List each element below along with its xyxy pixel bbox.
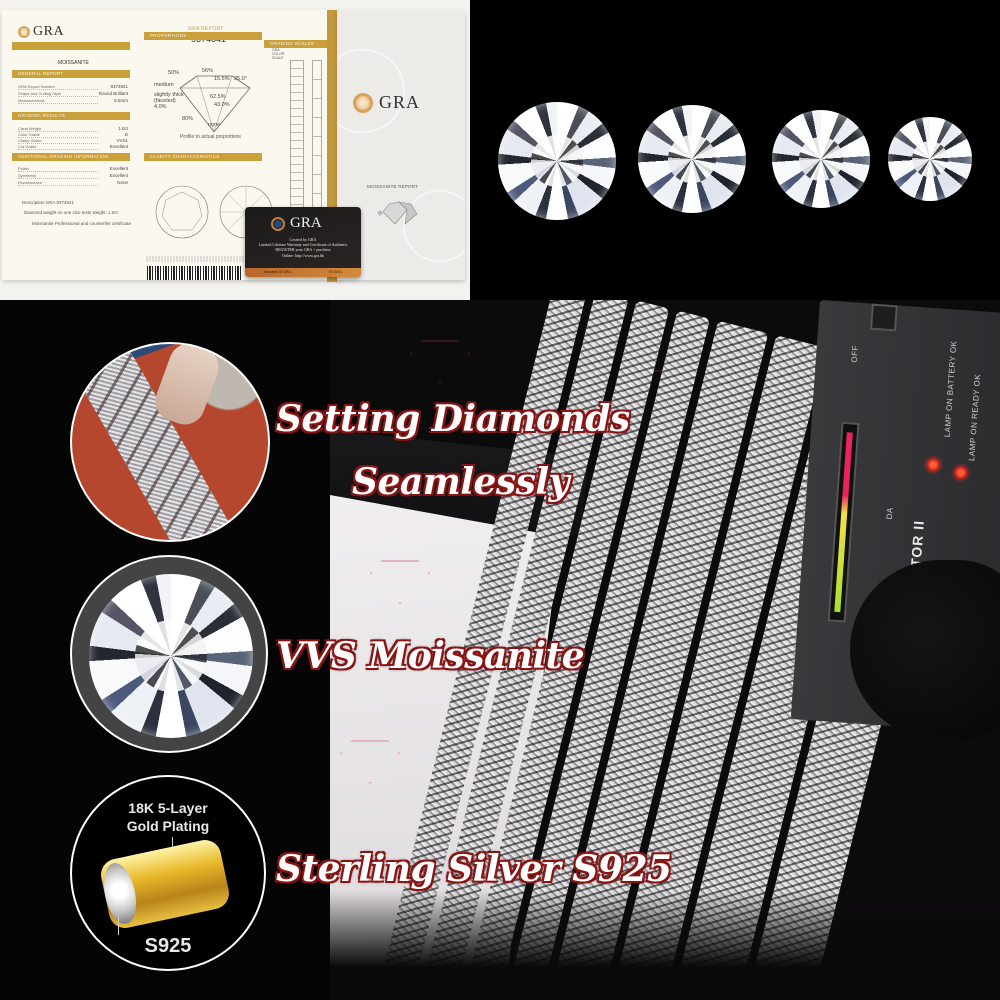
gems-illustration-icon [377,201,418,225]
gem-icon [772,110,870,208]
setting-diamonds-image [70,342,270,542]
gra-logo-text: GRA [33,24,65,39]
section-gemstone [12,42,130,50]
extra-info-line: Description GRA 9374841 [22,200,75,205]
gem-icon [638,105,746,213]
ready-led-icon [953,465,968,480]
gold-plating-image: 18K 5-Layer Gold Plating S925 [70,775,266,971]
extra-info-line: Moissanite Professional and counterfeit … [32,221,132,226]
clarity-scale [312,60,322,208]
barcode-icon [147,266,243,280]
cover-title: MOISSANITE REPORT [367,184,419,189]
report-label: GRA REPORT [188,26,224,32]
caption-sterling: Sterling Silver S925 [276,848,672,890]
plating-bottom-label: S925 [144,935,192,957]
section-proportions: PROPORTIONS [144,32,262,40]
fine-print [146,256,266,262]
gem-icon [498,102,616,220]
feature-section: OFF LAMP ON BATTERY OK LAMP ON READY OK … [0,300,1000,1000]
card-footer: Warranty ID GRA 9374841 [245,268,361,277]
certificate-spine [327,10,337,282]
caption-setting-line2: Seamlessly [352,461,570,503]
watermark-icon [410,340,470,384]
gra-ring-icon [18,26,30,38]
caption-vvs: VVS Moissanite [276,635,585,677]
moissanite-gems-row [470,0,1000,300]
vvs-gem-image [70,555,268,753]
caption-setting-line1: Setting Diamonds [276,398,630,440]
glove [850,560,1000,740]
section-additional-info: ADDITIONAL GRADING INFORMATION [12,153,130,161]
gra-logo: GRA [18,24,64,40]
section-clarity: CLARITY CHARACTERISTICS [144,153,262,161]
profile-caption: Profile to actual proportions [180,134,241,140]
card-text: Created by GRA Limited Lifetime Warranty… [258,237,348,258]
grading-scales: GRADING SCALES GRA COLOR SCALE [264,40,330,210]
meter-bar [827,421,860,623]
gra-warranty-card: GRA Created by GRA Limited Lifetime Warr… [245,207,361,277]
silver-core-icon [98,860,142,928]
gra-ring-icon [271,216,285,231]
gem-icon [89,574,253,738]
proportion-diagram-icon [179,75,251,133]
gra-certificate-image: GRA GRA REPORT 9374841 MOISSANITE GENERA… [0,0,470,300]
section-grading-results: GRADING RESULTS [12,112,130,120]
card-gra-logo: GRA [271,215,322,232]
cover-gra-logo: GRA [353,92,420,113]
chains-photo: OFF LAMP ON BATTERY OK LAMP ON READY OK … [330,300,1000,1000]
power-switch [870,303,898,332]
scale-heads: GRA COLOR SCALE [272,48,285,60]
section-general-report: GENERAL REPORT [12,70,130,78]
plating-top-label: 18K 5-Layer Gold Plating [126,800,210,834]
extra-info-line: Diamond weight on one size tests weight:… [24,210,118,215]
certificate-sheet: GRA GRA REPORT 9374841 MOISSANITE GENERA… [2,10,342,280]
battery-led-icon [926,457,941,472]
gra-ring-icon [353,92,373,113]
color-scale [290,60,304,208]
gem-icon [888,117,972,201]
gemstone-type: MOISSANITE [58,60,89,66]
